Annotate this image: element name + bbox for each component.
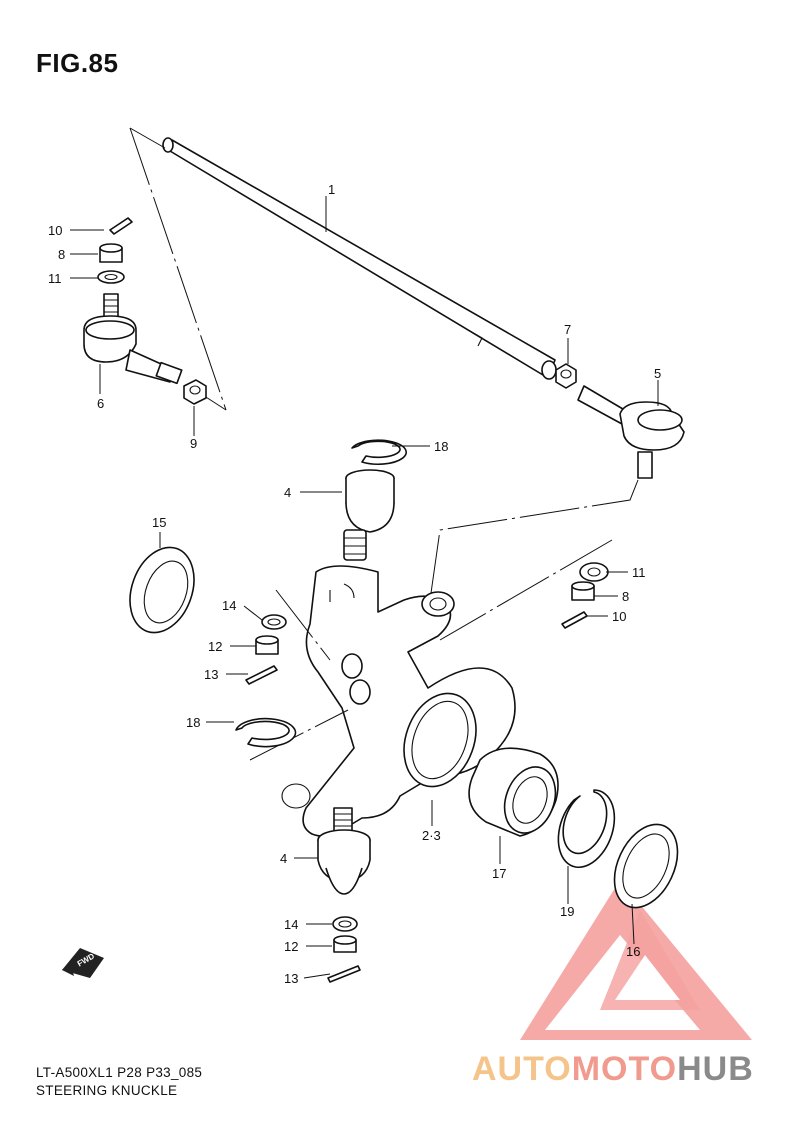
callout-14-left: 14 bbox=[222, 598, 236, 613]
callout-8-right: 8 bbox=[622, 589, 629, 604]
tie-rod-part bbox=[162, 137, 557, 380]
washer-14-bottom bbox=[332, 916, 358, 932]
castle-nut-8-right bbox=[571, 581, 595, 601]
callout-17: 17 bbox=[492, 866, 506, 881]
figure-title: FIG.85 bbox=[36, 48, 119, 78]
callout-13-bottom: 13 bbox=[284, 971, 298, 986]
callout-18-top: 18 bbox=[434, 439, 448, 454]
circlip-18-lower bbox=[235, 717, 297, 748]
fwd-arrow-icon: FWD bbox=[62, 948, 104, 978]
callout-10-left: 10 bbox=[48, 223, 62, 238]
callout-13-left: 13 bbox=[204, 667, 218, 682]
callout-10-right: 10 bbox=[612, 609, 626, 624]
castle-nut-12-left bbox=[255, 635, 279, 655]
callout-4-top: 4 bbox=[284, 485, 291, 500]
figure-name: STEERING KNUCKLE bbox=[36, 1083, 178, 1098]
washer-11-left bbox=[97, 270, 125, 284]
callout-7: 7 bbox=[564, 322, 571, 337]
watermark-hub: HUB bbox=[677, 1050, 754, 1088]
watermark-logo bbox=[520, 880, 752, 1040]
callout-11-left: 11 bbox=[48, 271, 62, 286]
figure-caption: LT-A500XL1 P28 P33_085 STEERING KNUCKLE bbox=[36, 1064, 202, 1100]
cotter-pin-13-left bbox=[245, 665, 278, 685]
castle-nut-8-left bbox=[99, 243, 123, 263]
bearing-17 bbox=[468, 747, 559, 837]
seal-15 bbox=[129, 546, 195, 634]
callout-12-left: 12 bbox=[208, 639, 222, 654]
nut-9 bbox=[183, 379, 207, 405]
seal-16 bbox=[613, 823, 679, 909]
callout-2-3: 2·3 bbox=[422, 828, 441, 843]
tie-rod-end-5 bbox=[577, 385, 685, 479]
callout-15: 15 bbox=[152, 515, 166, 530]
callout-6: 6 bbox=[97, 396, 104, 411]
washer-11-right bbox=[579, 562, 609, 582]
watermark-moto: MOTO bbox=[571, 1050, 678, 1088]
tie-rod-end-6 bbox=[83, 293, 183, 385]
callout-8-left: 8 bbox=[58, 247, 65, 262]
callout-18-lower: 18 bbox=[186, 715, 200, 730]
castle-nut-12-bottom bbox=[333, 935, 357, 953]
watermark-text: AUTOMOTOHUB bbox=[472, 1050, 754, 1089]
ball-joint-4-bottom bbox=[317, 807, 371, 895]
ball-joint-4-top bbox=[343, 469, 395, 561]
callout-5: 5 bbox=[654, 366, 661, 381]
callout-4-bottom: 4 bbox=[280, 851, 287, 866]
callout-11-right: 11 bbox=[632, 565, 646, 580]
leader-lines bbox=[70, 196, 659, 979]
model-code: LT-A500XL1 P28 P33_085 bbox=[36, 1065, 203, 1080]
callout-12-bottom: 12 bbox=[284, 939, 298, 954]
washer-14-left bbox=[261, 614, 287, 630]
watermark-auto: AUTO bbox=[472, 1050, 572, 1088]
callout-19: 19 bbox=[560, 904, 574, 919]
nut-7 bbox=[555, 363, 577, 389]
cotter-pin-13-bottom bbox=[327, 965, 361, 983]
callout-1: 1 bbox=[328, 182, 335, 197]
steering-knuckle-2-3 bbox=[281, 565, 516, 838]
cotter-pin-10-left bbox=[109, 217, 133, 235]
callout-16: 16 bbox=[626, 944, 640, 959]
callout-labels: 1 10 8 11 6 9 7 5 18 4 15 11 8 10 14 12 … bbox=[48, 182, 661, 986]
callout-14-bottom: 14 bbox=[284, 917, 298, 932]
snap-ring-19 bbox=[557, 789, 616, 869]
circlip-18-top bbox=[351, 439, 408, 466]
callout-9: 9 bbox=[190, 436, 197, 451]
cotter-pin-10-right bbox=[561, 611, 588, 629]
